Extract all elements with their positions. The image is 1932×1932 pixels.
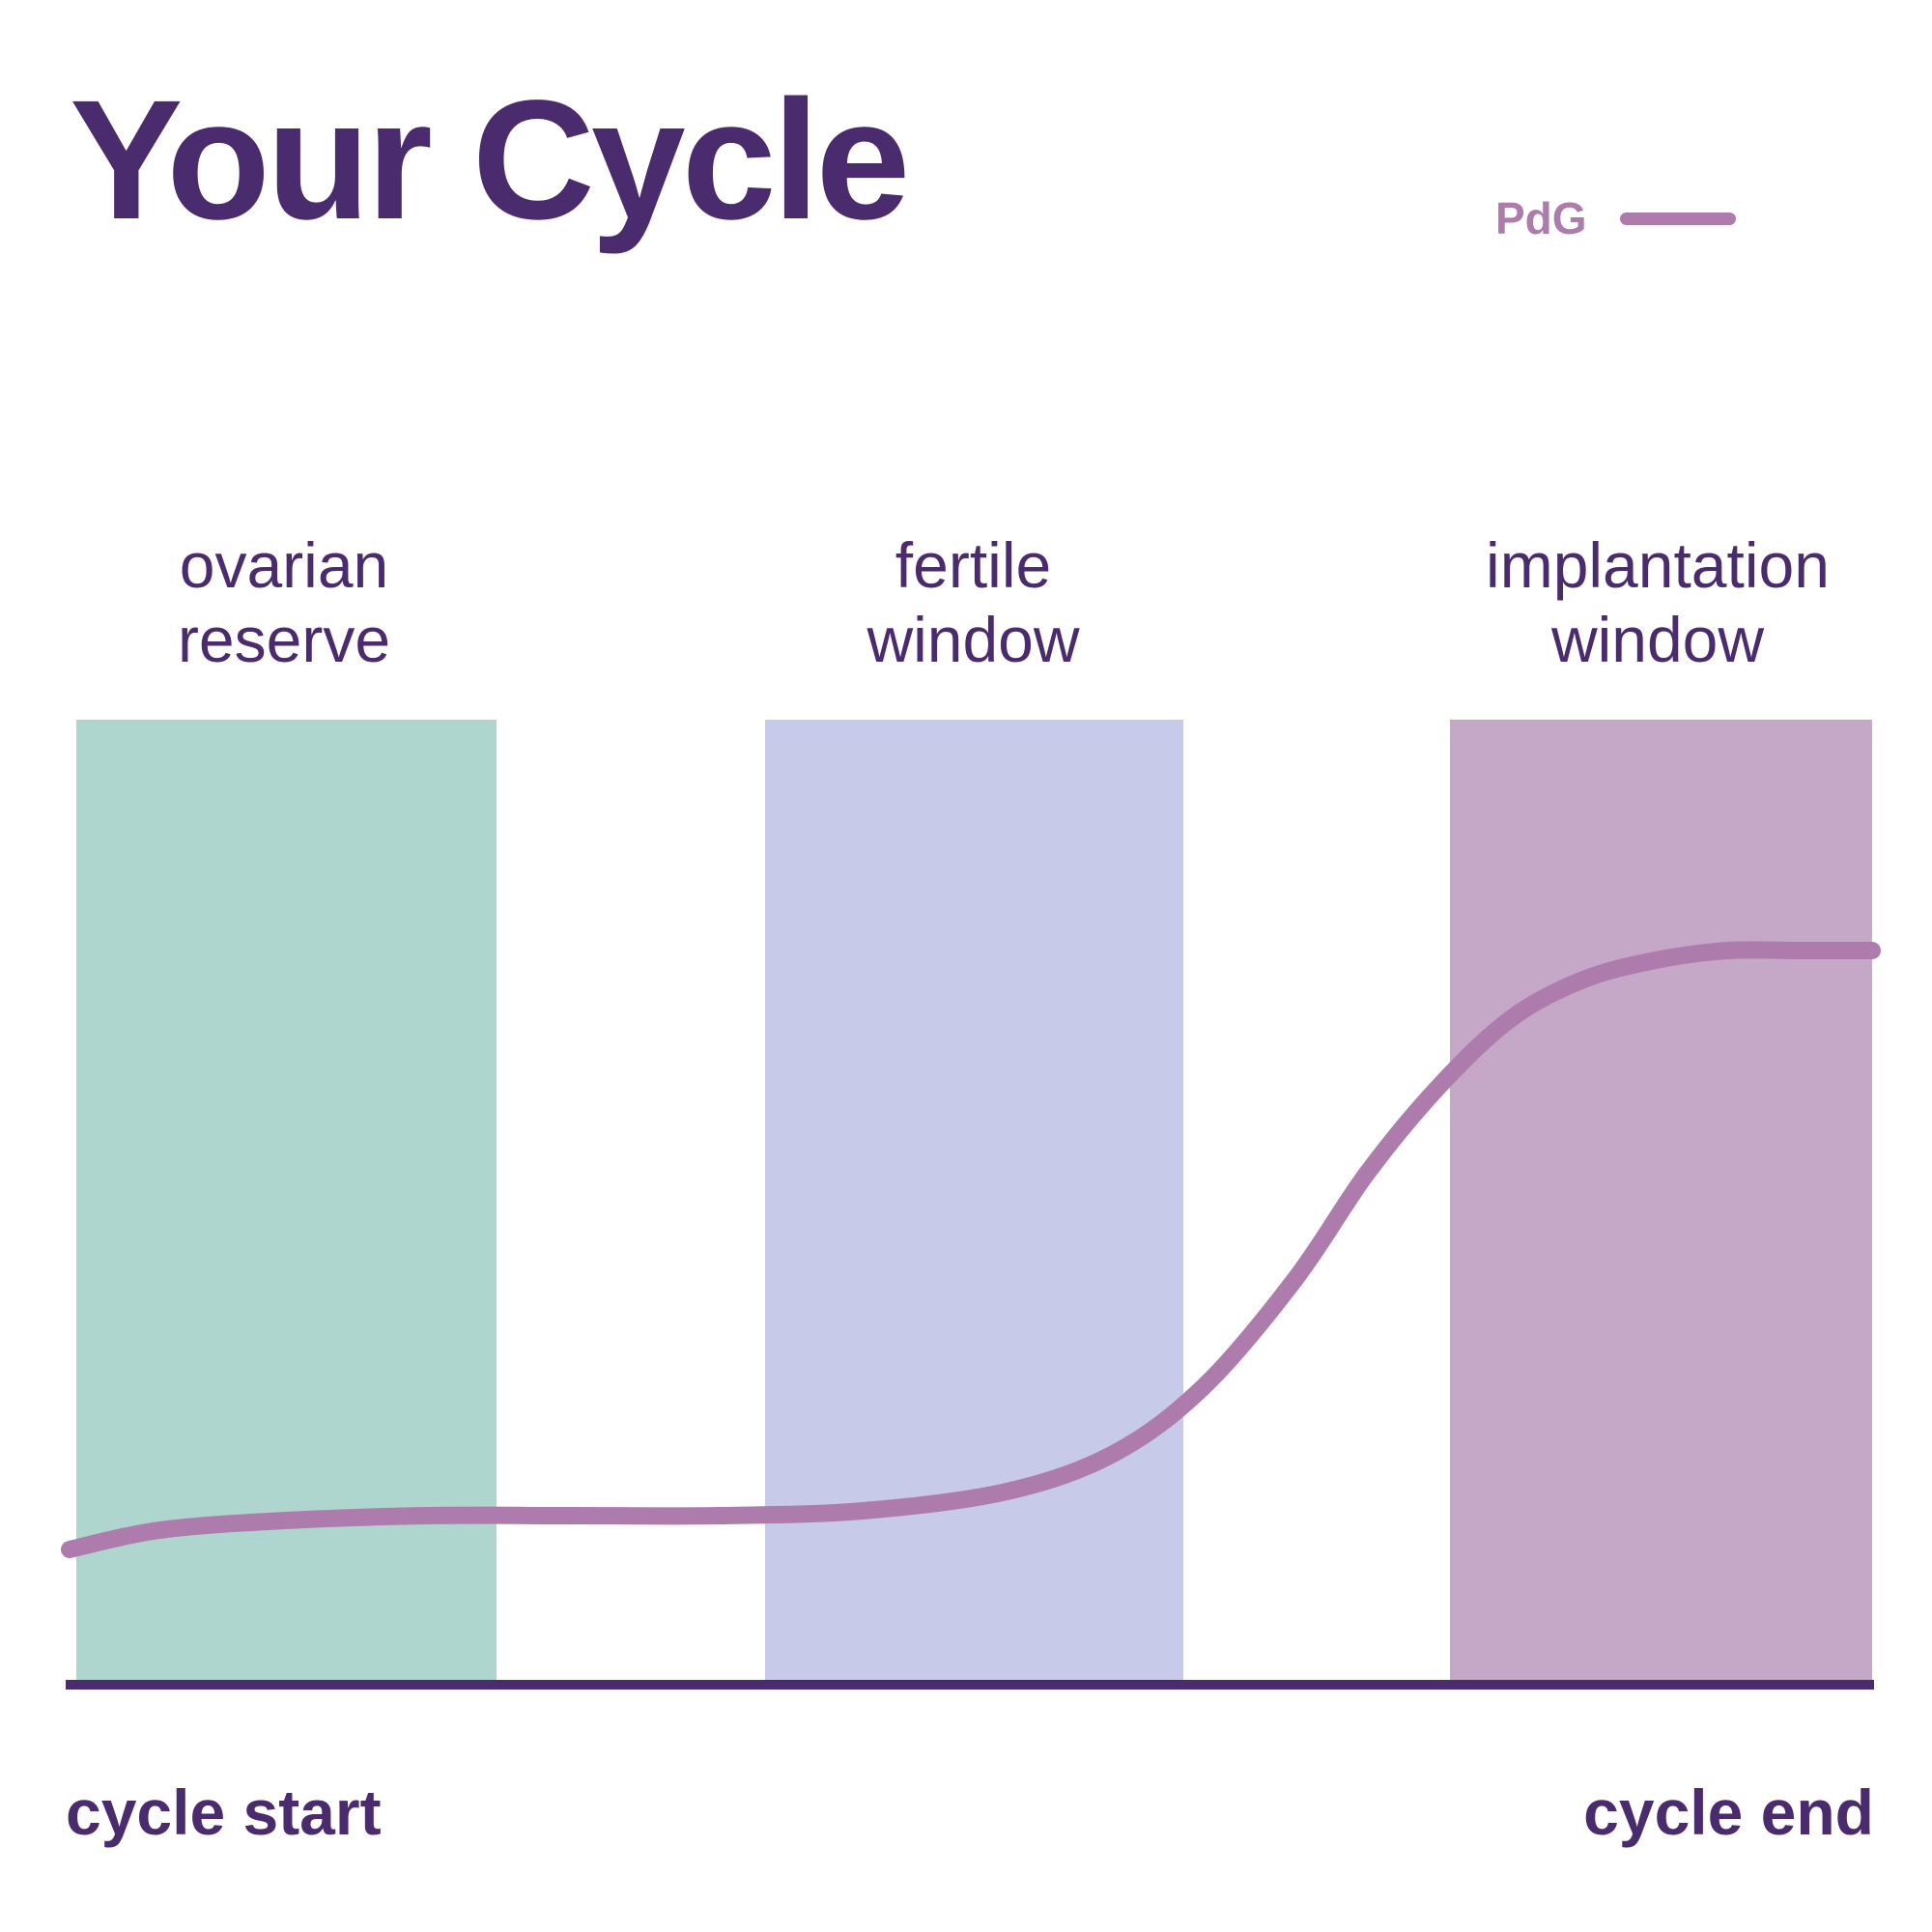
band-label-ovarian-reserve: ovarian reserve <box>177 529 391 675</box>
band-ovarian-reserve <box>76 720 497 1683</box>
band-label-implantation-window: implantation window <box>1486 529 1830 675</box>
legend-line-swatch-icon <box>1619 212 1736 225</box>
band-label-fertile-window: fertile window <box>867 529 1080 675</box>
axis-label-cycle-end: cycle end <box>1583 1776 1874 1848</box>
legend-item-label-pdg: PdG <box>1495 193 1587 243</box>
header: Your Cycle PdG <box>0 0 1932 319</box>
chart-legend: PdG <box>1495 189 1736 247</box>
page-title: Your Cycle <box>70 66 910 255</box>
axis-label-cycle-start: cycle start <box>66 1776 382 1848</box>
x-axis-line <box>66 1680 1874 1690</box>
band-fertile-window <box>765 720 1184 1683</box>
band-implantation-window <box>1450 720 1872 1683</box>
